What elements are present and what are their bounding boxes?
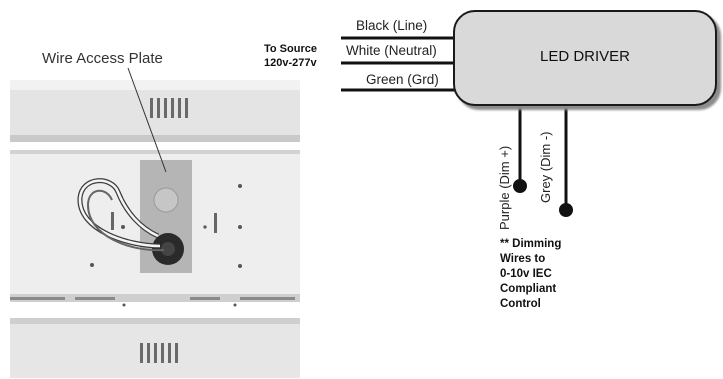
note-line: Wires to — [500, 253, 546, 265]
grey-dim-label: Grey (Dim -) — [538, 131, 553, 204]
source-wires — [341, 36, 455, 92]
purple-dim-label: Purple (Dim +) — [497, 145, 512, 230]
top-vent-slots — [150, 98, 188, 118]
led-driver-box: LED DRIVER — [453, 10, 717, 106]
dimming-note: ** Dimming Wires to 0-10v IEC Compliant … — [500, 237, 561, 312]
plate-leader-line — [127, 67, 167, 173]
bottom-vent-slots — [140, 343, 178, 363]
purple-wire-end — [513, 179, 527, 193]
fixture-top-rail — [10, 80, 300, 142]
note-line: Compliant — [500, 283, 557, 295]
green-ground-label: Green (Grd) — [366, 72, 439, 87]
wire-access-plate-label: Wire Access Plate — [42, 50, 163, 67]
grey-wire-end — [559, 203, 573, 217]
black-line-label: Black (Line) — [356, 18, 428, 33]
led-driver-label: LED DRIVER — [539, 48, 631, 65]
to-source-label: To Source — [264, 43, 317, 55]
note-line: ** Dimming — [500, 238, 562, 250]
dim-wires — [518, 102, 568, 208]
note-line: 0-10v IEC — [500, 268, 552, 280]
edge-vents — [10, 297, 295, 300]
note-line: Control — [500, 298, 541, 310]
voltage-label: 120v-277v — [264, 57, 317, 69]
white-neutral-label: White (Neutral) — [346, 43, 437, 58]
fixture-illustration — [10, 80, 300, 378]
